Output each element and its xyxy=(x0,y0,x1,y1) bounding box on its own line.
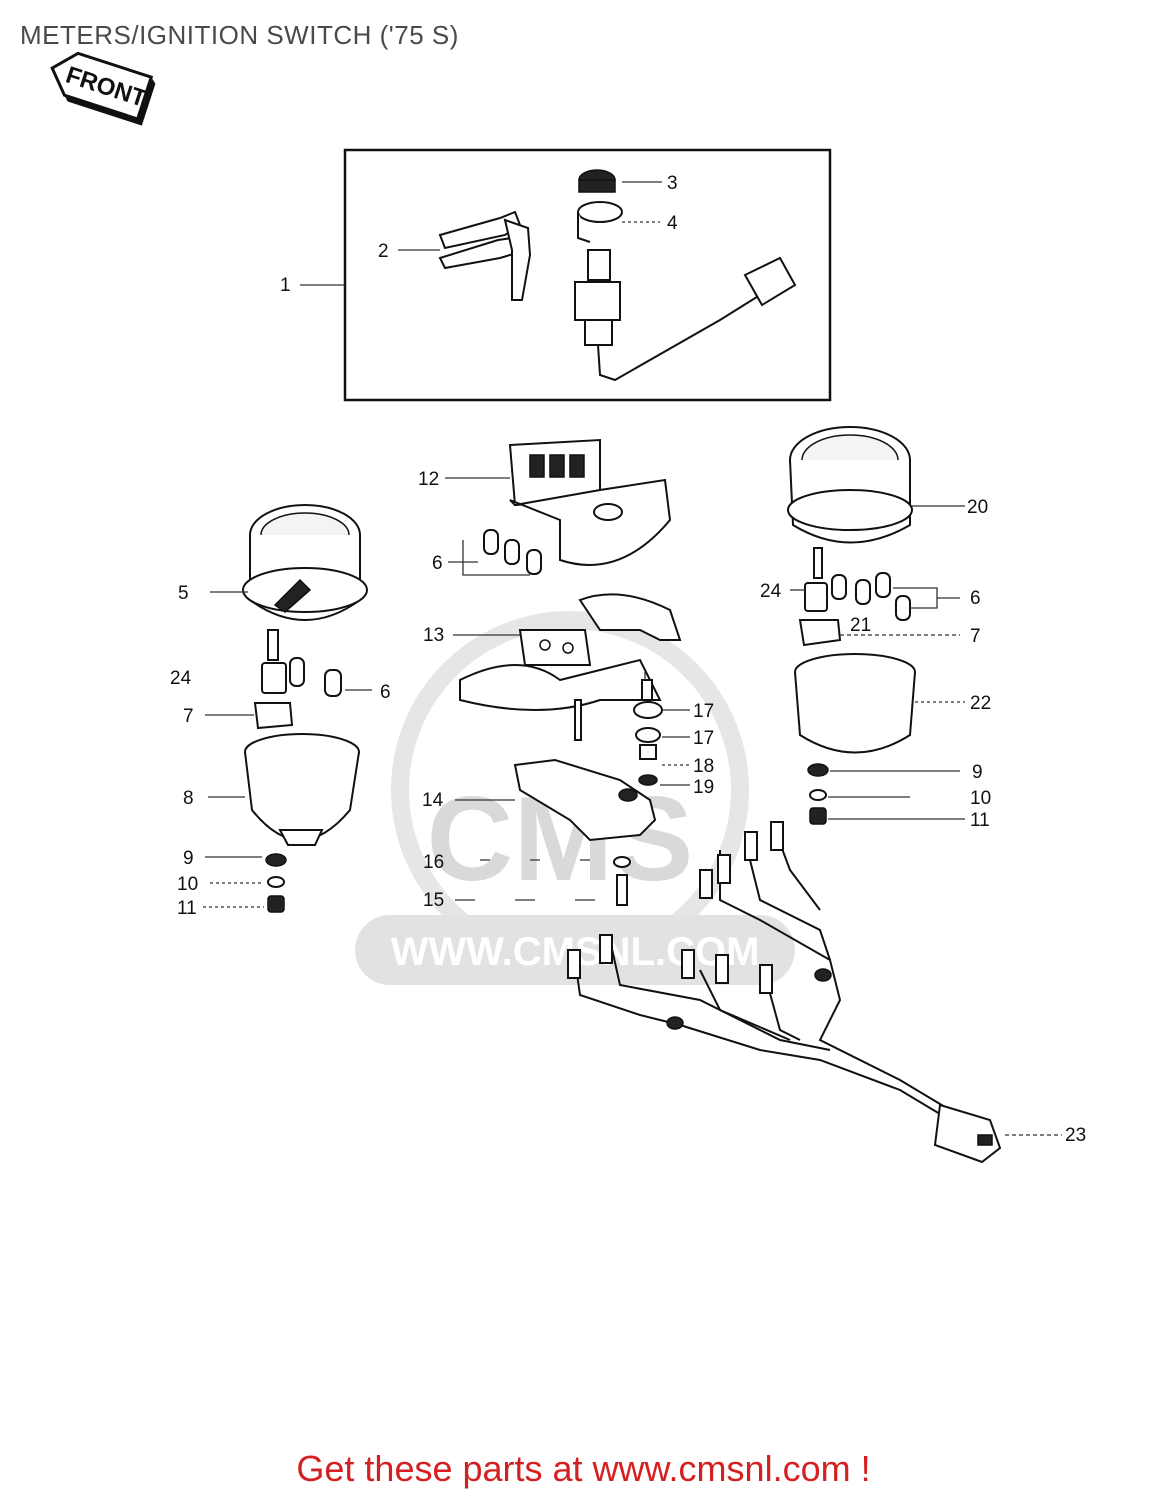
callout-24-left: 24 xyxy=(170,668,192,689)
meter-bracket xyxy=(513,758,657,842)
callout-3: 3 xyxy=(667,173,678,194)
callout-11-right: 11 xyxy=(970,810,990,831)
right-fastener-stack xyxy=(807,763,829,825)
page-title: METERS/IGNITION SWITCH ('75 S) xyxy=(20,20,459,50)
callout-leaders xyxy=(203,181,1062,1136)
tachometer xyxy=(242,504,368,661)
callout-17-upper: 17 xyxy=(693,701,714,722)
right-bulb-sockets xyxy=(798,572,911,647)
callout-12: 12 xyxy=(418,469,439,490)
callout-6-center: 6 xyxy=(432,553,443,574)
callout-17-lower: 17 xyxy=(693,728,714,749)
center-bulbs xyxy=(483,529,542,575)
tachometer-cover xyxy=(244,733,360,846)
bracket-bolt xyxy=(613,856,631,906)
exploded-parts-diagram: CMS WWW.CMSNL.COM FRONT xyxy=(50,51,1086,1164)
callout-24-right: 24 xyxy=(760,581,782,602)
callout-18: 18 xyxy=(693,756,714,777)
callout-4: 4 xyxy=(667,213,678,234)
callout-5: 5 xyxy=(178,583,189,604)
callout-11-left: 11 xyxy=(177,898,197,919)
speedometer-cover xyxy=(794,653,916,754)
center-fastener-stack xyxy=(633,679,663,786)
speedometer xyxy=(787,426,913,579)
mounting-plates xyxy=(459,593,682,741)
callout-8: 8 xyxy=(183,788,194,809)
callout-labels: 1 2 3 4 5 6 6 6 7 7 8 9 9 10 10 11 11 12… xyxy=(170,173,1086,1146)
callout-21: 21 xyxy=(850,615,871,636)
callout-7-left: 7 xyxy=(183,706,194,727)
wiring-harness xyxy=(567,821,1002,1164)
ignition-switch-group-box xyxy=(343,148,832,402)
callout-22: 22 xyxy=(970,693,991,714)
left-fastener-stack xyxy=(265,853,287,913)
callout-10-left: 10 xyxy=(177,874,198,895)
callout-20: 20 xyxy=(967,497,988,518)
callout-13: 13 xyxy=(423,625,444,646)
ignition-switch xyxy=(574,169,797,382)
callout-6-right: 6 xyxy=(970,588,981,609)
left-bulb-sockets xyxy=(253,657,342,730)
callout-2: 2 xyxy=(378,241,389,262)
callout-6-left: 6 xyxy=(380,682,391,703)
indicator-lamp-housing xyxy=(508,438,672,566)
callout-9-left: 9 xyxy=(183,848,194,869)
callout-23: 23 xyxy=(1065,1125,1086,1146)
callout-19: 19 xyxy=(693,777,714,798)
callout-1: 1 xyxy=(280,275,291,296)
callout-7-right: 7 xyxy=(970,626,981,647)
ignition-keys xyxy=(438,210,532,301)
callout-9-right: 9 xyxy=(972,762,983,783)
footer-cta-link[interactable]: Get these parts at www.cmsnl.com ! xyxy=(296,1448,871,1489)
front-arrow-badge: FRONT xyxy=(50,51,156,126)
callout-16: 16 xyxy=(423,852,444,873)
callout-14: 14 xyxy=(422,790,444,811)
callout-15: 15 xyxy=(423,890,444,911)
callout-10-right: 10 xyxy=(970,788,991,809)
